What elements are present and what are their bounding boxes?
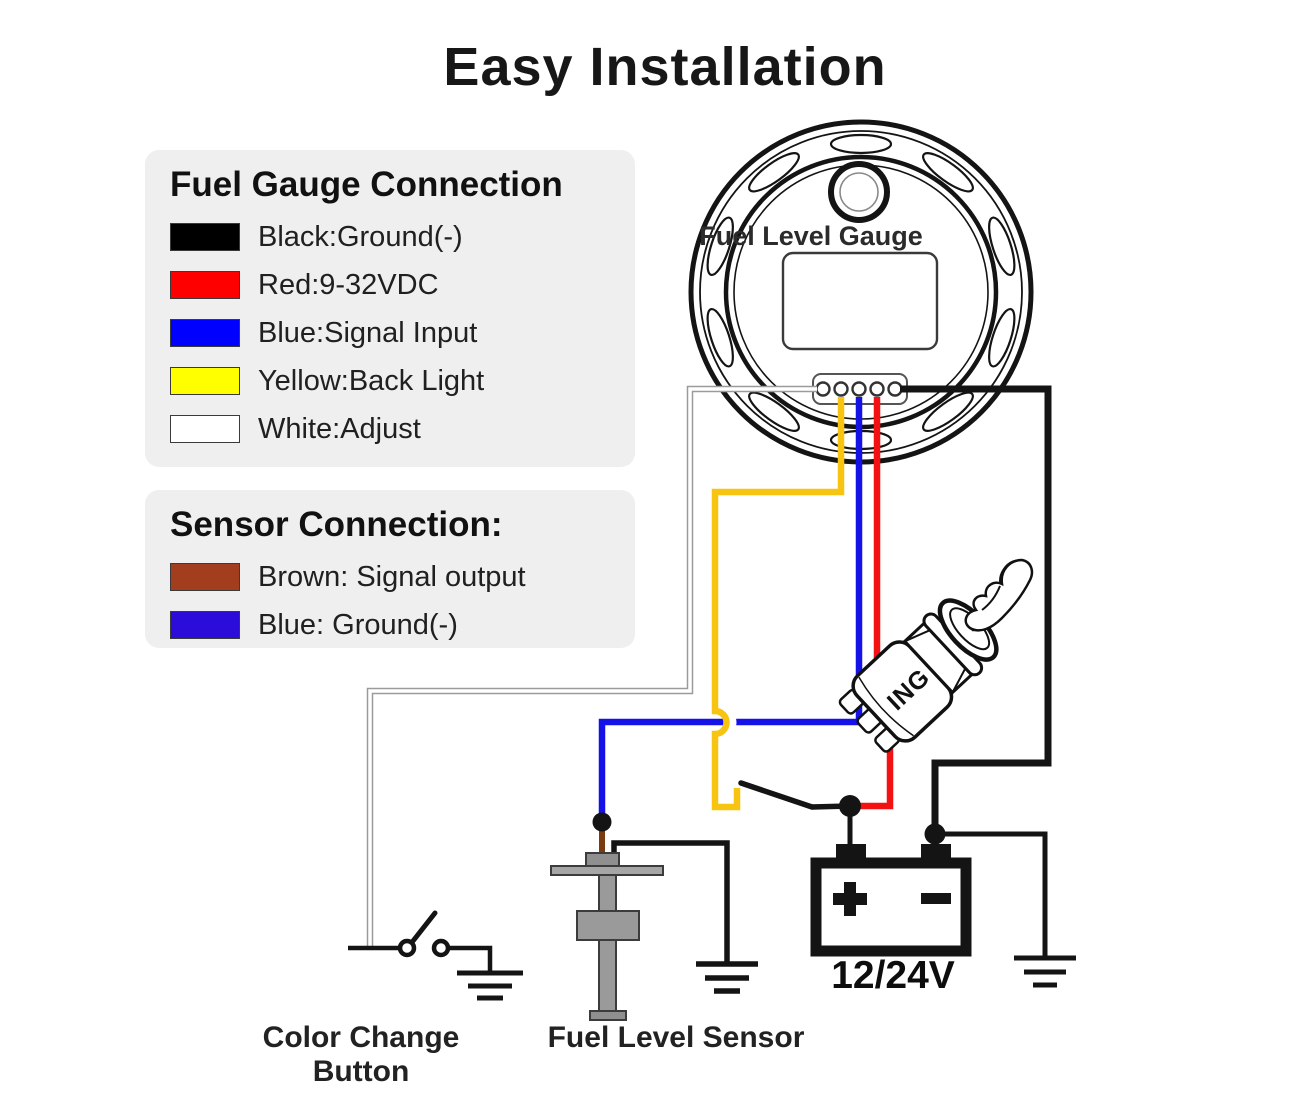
connector-pin bbox=[869, 381, 885, 397]
legend-item-label: Brown: Signal output bbox=[258, 560, 526, 593]
battery-ground-symbol bbox=[1014, 955, 1076, 988]
fuel-level-gauge-label: Fuel Level Gauge bbox=[699, 221, 923, 251]
connector-pin bbox=[851, 381, 867, 397]
sensor-connection-legend: Sensor Connection: Brown: Signal output … bbox=[145, 490, 635, 648]
gauge-display bbox=[781, 251, 939, 351]
sensor-cap bbox=[585, 852, 620, 867]
backlight-switch bbox=[738, 780, 851, 810]
connector-pin bbox=[815, 381, 831, 397]
blue-swatch bbox=[170, 611, 240, 639]
battery-terminal-positive bbox=[836, 844, 866, 858]
junction-dot bbox=[592, 812, 612, 832]
fuel-gauge-illustration bbox=[688, 119, 1034, 465]
blue-signal-wire bbox=[598, 397, 863, 821]
legend-title: Fuel Gauge Connection bbox=[170, 165, 563, 204]
legend-item-black: Black:Ground(-) bbox=[145, 213, 635, 261]
fuel-sensor-illustration bbox=[550, 812, 758, 1021]
red-swatch bbox=[170, 271, 240, 299]
button-ground-symbol bbox=[457, 970, 523, 1001]
battery-terminal-negative bbox=[921, 844, 951, 858]
color-change-button-label: Color Change Button bbox=[262, 1021, 460, 1088]
brown-swatch bbox=[170, 563, 240, 591]
fuel-level-sensor-label: Fuel Level Sensor bbox=[547, 1021, 805, 1054]
black-swatch bbox=[170, 223, 240, 251]
legend-item-label: Blue:Signal Input bbox=[258, 316, 478, 349]
legend-item-label: Blue: Ground(-) bbox=[258, 608, 458, 641]
hand-illustration bbox=[964, 558, 1034, 632]
color-change-button-symbol bbox=[348, 910, 523, 1001]
connector-pin bbox=[833, 381, 849, 397]
gauge-connector bbox=[812, 373, 908, 405]
ignition-switch-illustration: ING bbox=[838, 558, 1034, 753]
sensor-ground-symbol bbox=[696, 961, 758, 994]
white-adjust-wire bbox=[366, 385, 817, 946]
sensor-flange bbox=[550, 865, 664, 876]
yellow-swatch bbox=[170, 367, 240, 395]
battery-minus-sign bbox=[921, 893, 951, 904]
legend-item-blue: Blue:Signal Input bbox=[145, 309, 635, 357]
white-swatch bbox=[170, 415, 240, 443]
fuel-gauge-connection-legend: Fuel Gauge Connection Black:Ground(-) Re… bbox=[145, 150, 635, 467]
yellow-backlight-wire bbox=[711, 397, 845, 811]
battery-voltage-label: 12/24V bbox=[831, 954, 955, 997]
legend-item-label: White:Adjust bbox=[258, 412, 421, 445]
legend-item-white: White:Adjust bbox=[145, 405, 635, 453]
legend-item-blue-ground: Blue: Ground(-) bbox=[145, 601, 635, 649]
legend-item-red: Red:9-32VDC bbox=[145, 261, 635, 309]
sensor-ground-wire bbox=[611, 840, 730, 962]
legend-item-label: Yellow:Back Light bbox=[258, 364, 485, 397]
sensor-rod bbox=[598, 874, 617, 1013]
junction-dot bbox=[924, 823, 946, 845]
battery-body bbox=[810, 857, 972, 957]
legend-title: Sensor Connection: bbox=[170, 505, 503, 544]
legend-item-brown: Brown: Signal output bbox=[145, 553, 635, 601]
black-ground-wire bbox=[900, 385, 1052, 957]
sensor-float-box bbox=[576, 910, 640, 941]
junction-dot bbox=[839, 795, 861, 817]
blue-swatch bbox=[170, 319, 240, 347]
legend-item-yellow: Yellow:Back Light bbox=[145, 357, 635, 405]
legend-item-label: Red:9-32VDC bbox=[258, 268, 439, 301]
sensor-base bbox=[589, 1010, 627, 1021]
page-title: Easy Installation bbox=[443, 37, 887, 97]
connector-pin bbox=[887, 381, 903, 397]
legend-item-label: Black:Ground(-) bbox=[258, 220, 463, 253]
battery-illustration bbox=[810, 806, 972, 957]
